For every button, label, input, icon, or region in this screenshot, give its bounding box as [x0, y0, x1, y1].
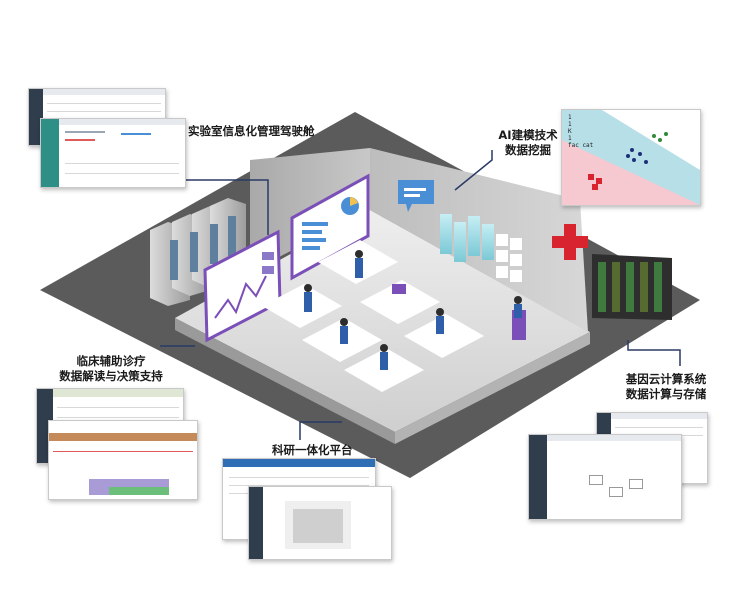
platform-edge-right: [395, 332, 590, 444]
label-research-platform: 科研一体化平台: [272, 443, 353, 457]
scatter-legend-2: 1: [568, 121, 572, 128]
monitor-screen-2: [290, 173, 370, 281]
ai-wall-graphics: [398, 180, 588, 282]
clinical-screenshot-front: [48, 420, 198, 500]
scatter-legend-1: 1: [568, 114, 572, 121]
research-screenshot-front: [248, 486, 392, 560]
lab-workers: [304, 250, 526, 370]
cloud-server-racks: [592, 254, 672, 320]
scatter-legend-4: 1: [568, 135, 572, 142]
label-clinical-line2: 数据解读与决策支持: [59, 369, 163, 383]
label-clinical-line1: 临床辅助诊疗: [76, 354, 146, 368]
scatter-legend-5: fac cat: [568, 142, 594, 149]
callout-lines: [160, 150, 681, 440]
platform-edge-left: [175, 318, 395, 444]
scatter-plot-screenshot: 1 1 K 1 fac cat: [561, 109, 701, 206]
cloud-screenshot-front: [528, 434, 682, 520]
dashboard-screenshot-main: [40, 118, 186, 188]
label-cloud-line2: 数据计算与存储: [625, 387, 707, 401]
label-ai-modeling: AI建模技术 数据挖掘: [492, 128, 564, 158]
label-ai-modeling-line1: AI建模技术: [498, 128, 558, 142]
label-ai-modeling-line2: 数据挖掘: [505, 143, 551, 157]
label-clinical: 临床辅助诊疗 数据解读与决策支持: [52, 354, 170, 384]
label-cloud-line1: 基因云计算系统: [625, 372, 707, 386]
label-lab-cockpit: 实验室信息化管理驾驶舱: [188, 124, 315, 138]
scatter-legend-3: K: [568, 128, 572, 135]
label-cloud: 基因云计算系统 数据计算与存储: [620, 372, 712, 402]
